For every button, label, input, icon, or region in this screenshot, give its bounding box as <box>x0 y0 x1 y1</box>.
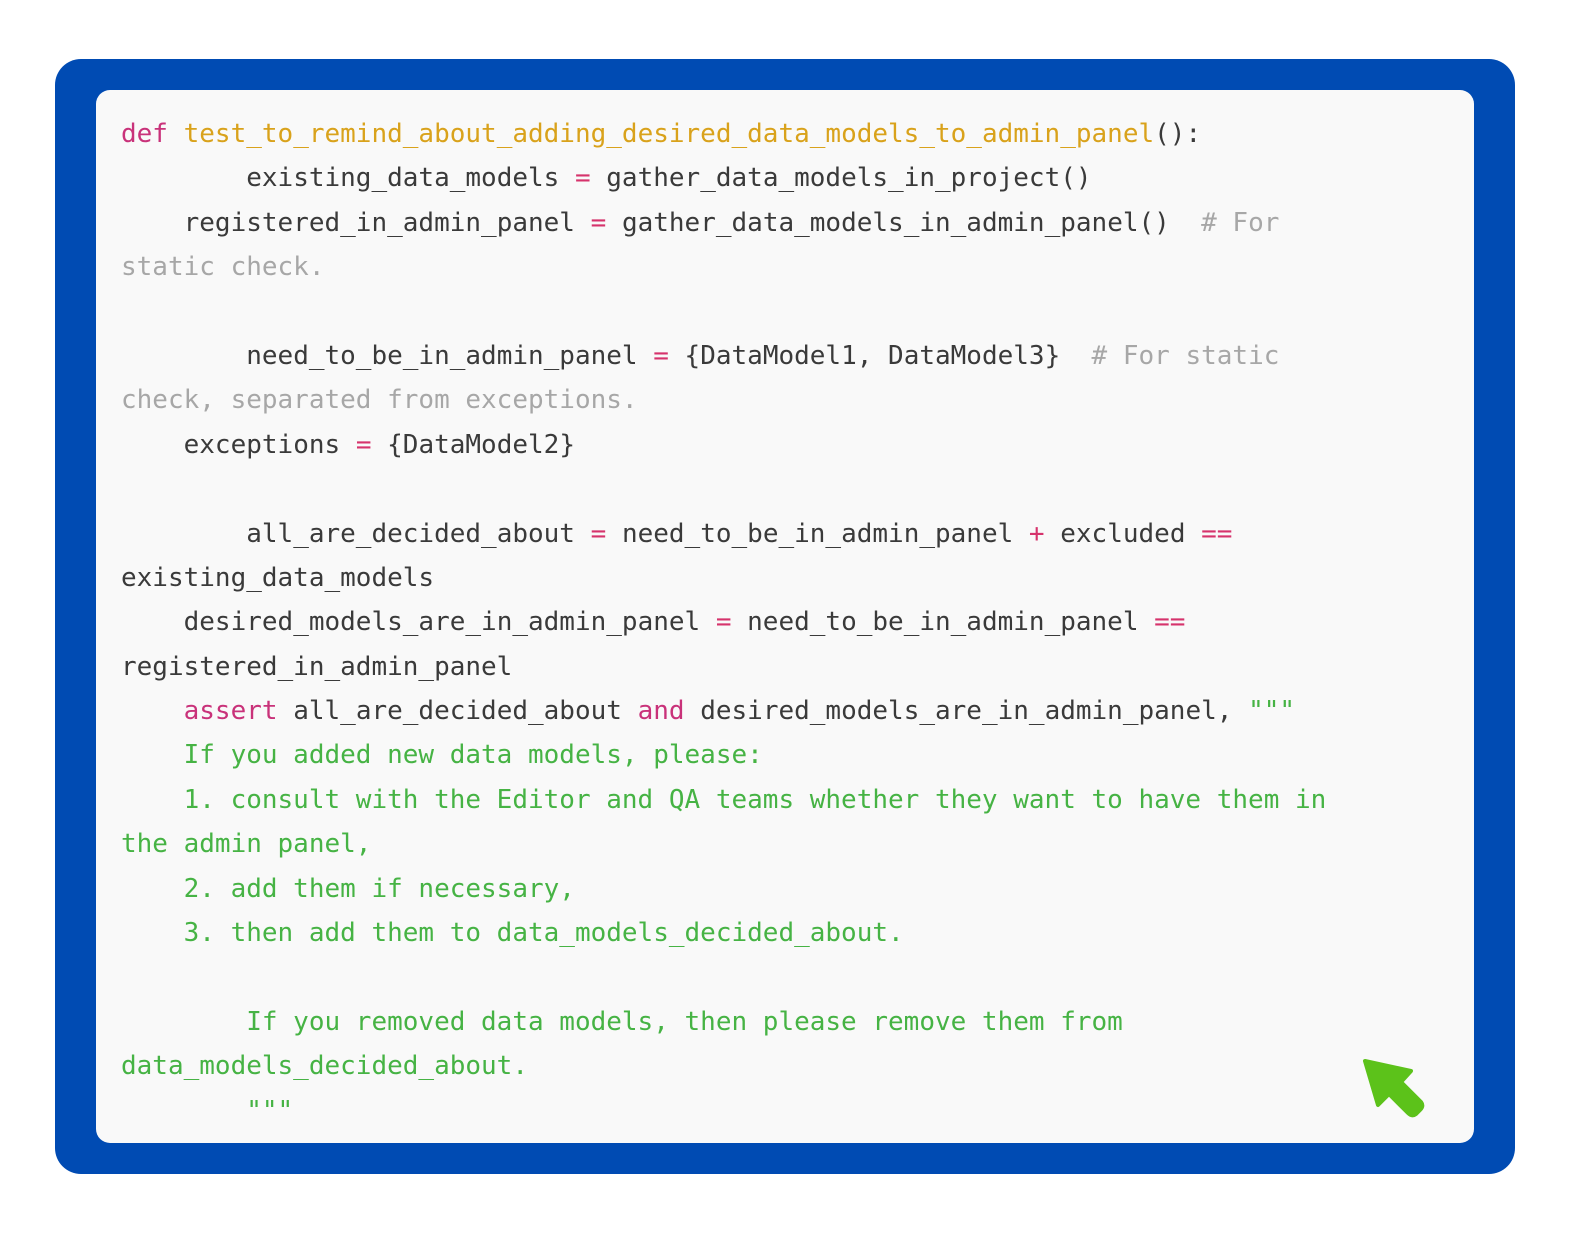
code-line-17: the admin panel, <box>121 822 1326 866</box>
code-line-18: 2. add them if necessary, <box>121 867 1326 911</box>
operator: == <box>1185 518 1233 549</box>
operator: = <box>700 607 748 638</box>
string-open: """ <box>1248 696 1296 727</box>
code-line-11: existing_data_models <box>121 556 1326 600</box>
code-line-1: def test_to_remind_about_adding_desired_… <box>121 112 1326 156</box>
string-text: 1. consult with the Editor and QA teams … <box>121 784 1327 815</box>
variable: all_are_decided_about <box>246 518 575 549</box>
string-text: If you added new data models, please: <box>121 740 763 771</box>
indent <box>121 519 246 549</box>
expression: all_are_decided_about <box>277 696 638 727</box>
expression: existing_data_models <box>121 562 435 593</box>
variable: desired_models_are_in_admin_panel <box>183 607 701 638</box>
operator: = <box>574 518 622 549</box>
indent <box>121 430 184 460</box>
comment: # For static <box>1060 340 1280 371</box>
expression: desired_models_are_in_admin_panel, <box>684 696 1249 727</box>
code-line-19: 3. then add them to data_models_decided_… <box>121 911 1326 955</box>
variable: exceptions <box>183 429 341 460</box>
function-name: test_to_remind_about_adding_desired_data… <box>183 119 1155 149</box>
indent <box>121 607 184 637</box>
indent <box>121 208 184 238</box>
variable: need_to_be_in_admin_panel <box>246 340 638 371</box>
string-text: 3. then add them to data_models_decided_… <box>121 918 904 949</box>
operator: = <box>637 340 685 371</box>
code-line-7: check, separated from exceptions. <box>121 378 1326 422</box>
code-block: def test_to_remind_about_adding_desired_… <box>96 90 1474 1143</box>
code-line-22: data_models_decided_about. <box>121 1044 1326 1088</box>
expression: gather_data_models_in_project() <box>606 163 1092 194</box>
expression: gather_data_models_in_admin_panel() <box>621 207 1170 238</box>
operator: = <box>574 207 622 238</box>
indent <box>121 163 246 193</box>
expression: {DataModel1, DataModel3} <box>684 340 1061 371</box>
variable: registered_in_admin_panel <box>183 207 575 238</box>
indent <box>121 341 246 371</box>
operator: == <box>1138 607 1186 638</box>
arrow-cursor-icon <box>1363 1059 1425 1118</box>
code-line-3: registered_in_admin_panel = gather_data_… <box>121 201 1326 245</box>
code-line-23: """ <box>121 1089 1326 1133</box>
code-line-14: assert all_are_decided_about and desired… <box>121 689 1326 733</box>
keyword-assert: assert <box>183 696 278 727</box>
code-line-8: exceptions = {DataModel2} <box>121 423 1326 467</box>
string-text: the admin panel, <box>121 829 372 860</box>
string-close: """ <box>121 1095 294 1126</box>
indent <box>121 696 184 726</box>
comment: # For <box>1169 207 1280 238</box>
expression: excluded <box>1060 518 1186 549</box>
blue-frame: def test_to_remind_about_adding_desired_… <box>55 59 1515 1174</box>
string-text: 2. add them if necessary, <box>121 873 575 904</box>
code-line-15: If you added new data models, please: <box>121 733 1326 777</box>
code-line-12: desired_models_are_in_admin_panel = need… <box>121 600 1326 644</box>
code-line-5 <box>121 290 1326 334</box>
operator: + <box>1013 518 1061 549</box>
code-line-20 <box>121 955 1326 999</box>
code-line-16: 1. consult with the Editor and QA teams … <box>121 778 1327 822</box>
operator: = <box>340 429 388 460</box>
comment: static check. <box>121 252 325 283</box>
code-line-21: If you removed data models, then please … <box>121 1000 1326 1044</box>
code-line-10: all_are_decided_about = need_to_be_in_ad… <box>121 512 1326 556</box>
code-line-4: static check. <box>121 245 1326 289</box>
comment: check, separated from exceptions. <box>121 385 638 416</box>
space <box>168 119 184 149</box>
paren-colon: (): <box>1154 119 1202 149</box>
code-line-2: existing_data_models = gather_data_model… <box>121 156 1326 200</box>
keyword-and: and <box>637 696 685 727</box>
operator: = <box>559 163 607 194</box>
string-text: If you removed data models, then please … <box>121 1006 1123 1037</box>
expression: need_to_be_in_admin_panel <box>621 518 1014 549</box>
expression: need_to_be_in_admin_panel <box>747 607 1139 638</box>
keyword-def: def <box>121 119 168 149</box>
code-line-9 <box>121 467 1326 511</box>
expression: {DataModel2} <box>387 429 575 460</box>
string-text: data_models_decided_about. <box>121 1051 528 1082</box>
code-line-13: registered_in_admin_panel <box>121 645 1326 689</box>
expression: registered_in_admin_panel <box>121 651 513 682</box>
variable: existing_data_models <box>246 163 560 194</box>
code-line-6: need_to_be_in_admin_panel = {DataModel1,… <box>121 334 1326 378</box>
code-text: def test_to_remind_about_adding_desired_… <box>121 112 1326 1133</box>
